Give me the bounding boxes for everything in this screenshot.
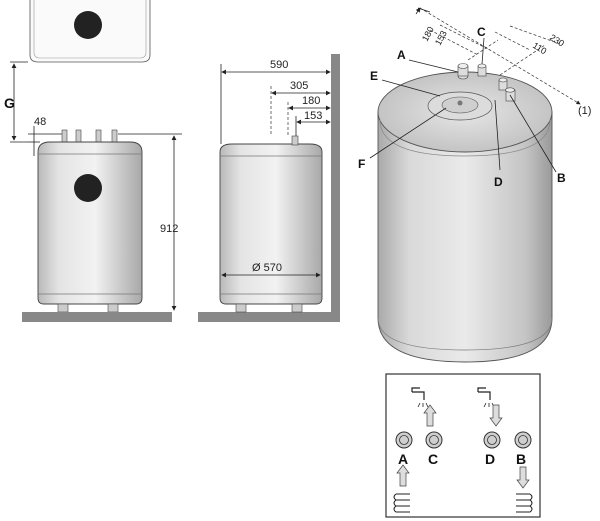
arrow-down-b: [516, 466, 530, 489]
dim-48-label: 48: [34, 116, 46, 128]
tank-cylinder: [377, 111, 553, 363]
arrow-up-c: [423, 404, 437, 427]
legend-label-a: A: [398, 451, 408, 467]
top-dim-230: 230: [548, 32, 566, 48]
top-label-b: B: [557, 171, 566, 185]
pipe-a-icon: [395, 431, 413, 449]
pipe-c-icon: [425, 431, 443, 449]
legend-frame: [385, 373, 541, 518]
dim-912-label: 912: [160, 223, 178, 235]
upper-unit-badge: [74, 11, 102, 39]
wall: [331, 54, 340, 322]
arrow-up-a: [396, 464, 410, 487]
legend-label-c: C: [428, 451, 438, 467]
coil-icon-right: [516, 493, 533, 513]
front-floor: [198, 312, 340, 322]
top-label-c: C: [477, 25, 486, 39]
top-label-e: E: [370, 69, 378, 83]
legend-label-b: B: [516, 451, 526, 467]
top-view: 180 153 230 110 A C E F D B (1): [358, 7, 591, 363]
side-view: G 48 912: [4, 0, 182, 322]
marker-1: (1): [578, 105, 591, 117]
dim-153-label: 153: [304, 110, 322, 122]
label-g: G: [4, 95, 15, 111]
top-dim-110: 110: [531, 40, 548, 56]
front-tank-body: [219, 143, 323, 305]
pipe-b-icon: [514, 431, 532, 449]
dim-305-label: 305: [290, 80, 308, 92]
front-view: 590 305 180 153 Ø 570: [198, 54, 340, 322]
connection-legend: A C D B: [385, 373, 541, 518]
arrow-down-d: [489, 404, 503, 427]
side-tank-body: [37, 141, 143, 305]
pipe-d-icon: [483, 431, 501, 449]
projection-line-1: [419, 7, 581, 105]
side-floor: [22, 312, 172, 322]
top-label-a: A: [397, 48, 406, 62]
side-pipes: [61, 129, 118, 143]
top-label-d: D: [494, 175, 503, 189]
legend-label-d: D: [485, 451, 495, 467]
dim-180-label: 180: [302, 95, 320, 107]
tank-badge: [74, 174, 102, 202]
top-label-f: F: [358, 157, 365, 171]
hot-tap-icon: [411, 387, 429, 408]
coil-icon-left: [393, 493, 410, 513]
top-dim-153: 153: [433, 29, 449, 47]
dim-diameter-label: Ø 570: [252, 262, 282, 274]
dim-590-label: 590: [270, 59, 288, 71]
front-pipe: [291, 135, 299, 146]
